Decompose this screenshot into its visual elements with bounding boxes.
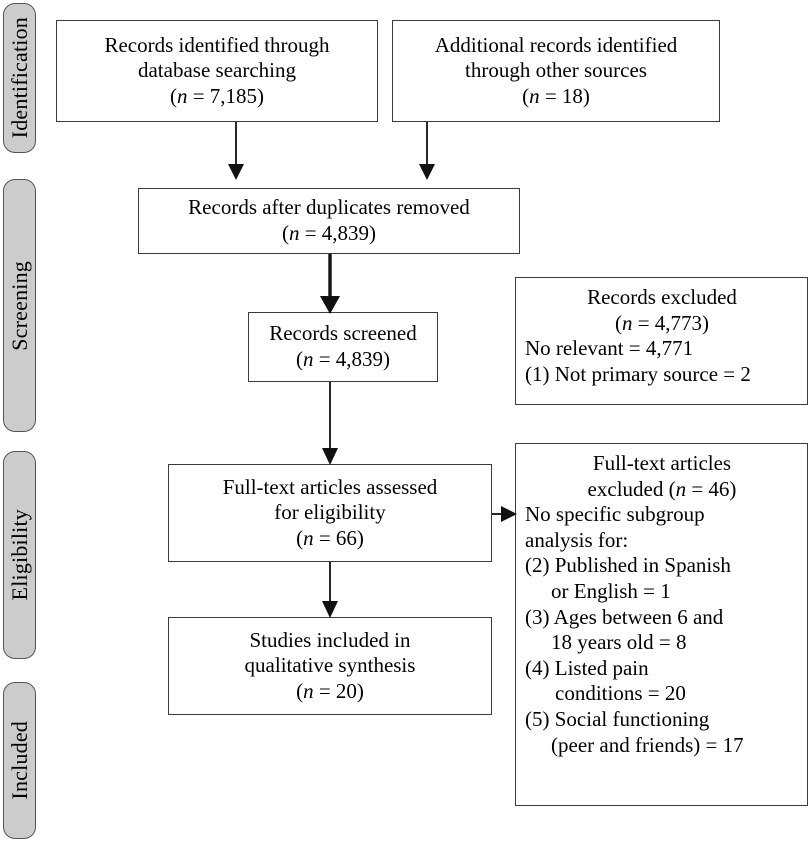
box-fulltext-excluded-line3: No specific subgroup xyxy=(525,502,705,527)
box-studies-included-line1: Studies included in xyxy=(249,627,411,652)
stage-tab-included: Included xyxy=(3,682,36,839)
box-records-identified-other-line2: through other sources xyxy=(465,58,647,83)
box-records-identified-database-count: (n = 7,185) xyxy=(169,83,265,108)
box-fulltext-excluded-line11: (5) Social functioning xyxy=(525,707,710,732)
box-records-after-duplicates-removed: Records after duplicates removed (n = 4,… xyxy=(138,188,520,254)
box-records-excluded-line3: No relevant = 4,771 xyxy=(525,336,694,361)
box-fulltext-excluded-line5: (2) Published in Spanish xyxy=(525,553,731,578)
box-records-screened: Records screened (n = 4,839) xyxy=(248,312,438,382)
box-records-identified-database-line2: database searching xyxy=(137,58,296,83)
stage-tab-screening: Screening xyxy=(3,179,36,432)
box-records-screened-count: (n = 4,839) xyxy=(295,347,391,371)
box-studies-included-line2: qualitative synthesis xyxy=(244,653,416,678)
box-fulltext-excluded: Full-text articles excluded (n = 46) No … xyxy=(515,443,808,806)
box-fulltext-excluded-line8: 18 years old = 8 xyxy=(551,630,687,655)
box-records-after-duplicates-removed-line1: Records after duplicates removed xyxy=(188,195,470,220)
box-fulltext-excluded-line1: Full-text articles xyxy=(592,451,732,475)
box-records-identified-database: Records identified through database sear… xyxy=(56,20,378,122)
box-records-after-duplicates-removed-count: (n = 4,839) xyxy=(281,221,377,245)
box-records-identified-other: Additional records identified through ot… xyxy=(392,20,720,122)
stage-tab-eligibility: Eligibility xyxy=(3,451,36,659)
box-records-excluded-line1: Records excluded xyxy=(587,285,737,309)
box-fulltext-excluded-line10: conditions = 20 xyxy=(555,681,686,706)
box-records-identified-database-line1: Records identified through xyxy=(104,32,330,57)
box-records-excluded: Records excluded (n = 4,773) No relevant… xyxy=(515,277,808,405)
box-fulltext-assessed-line1: Full-text articles assessed xyxy=(222,474,438,499)
box-records-excluded-line4: (1) Not primary source = 2 xyxy=(525,361,751,386)
box-records-identified-other-count: (n = 18) xyxy=(522,83,590,108)
box-records-excluded-count: (n = 4,773) xyxy=(614,310,710,335)
box-studies-included-count: (n = 20) xyxy=(296,678,364,703)
box-fulltext-excluded-line6: or English = 1 xyxy=(551,579,671,604)
stage-tab-identification: Identification xyxy=(3,3,36,153)
box-records-screened-line1: Records screened xyxy=(269,321,417,346)
box-fulltext-excluded-line9: (4) Listed pain xyxy=(525,655,649,680)
box-fulltext-excluded-line2: excluded (n = 46) xyxy=(587,476,737,501)
box-records-identified-other-line1: Additional records identified xyxy=(434,32,678,57)
box-studies-included: Studies included in qualitative synthesi… xyxy=(168,617,492,715)
box-fulltext-assessed-line2: for eligibility xyxy=(274,500,386,525)
box-fulltext-excluded-line12: (peer and friends) = 17 xyxy=(551,732,744,757)
box-fulltext-assessed-count: (n = 66) xyxy=(296,525,364,550)
box-fulltext-excluded-line4: analysis for: xyxy=(525,527,629,552)
box-fulltext-excluded-line7: (3) Ages between 6 and xyxy=(525,604,724,629)
